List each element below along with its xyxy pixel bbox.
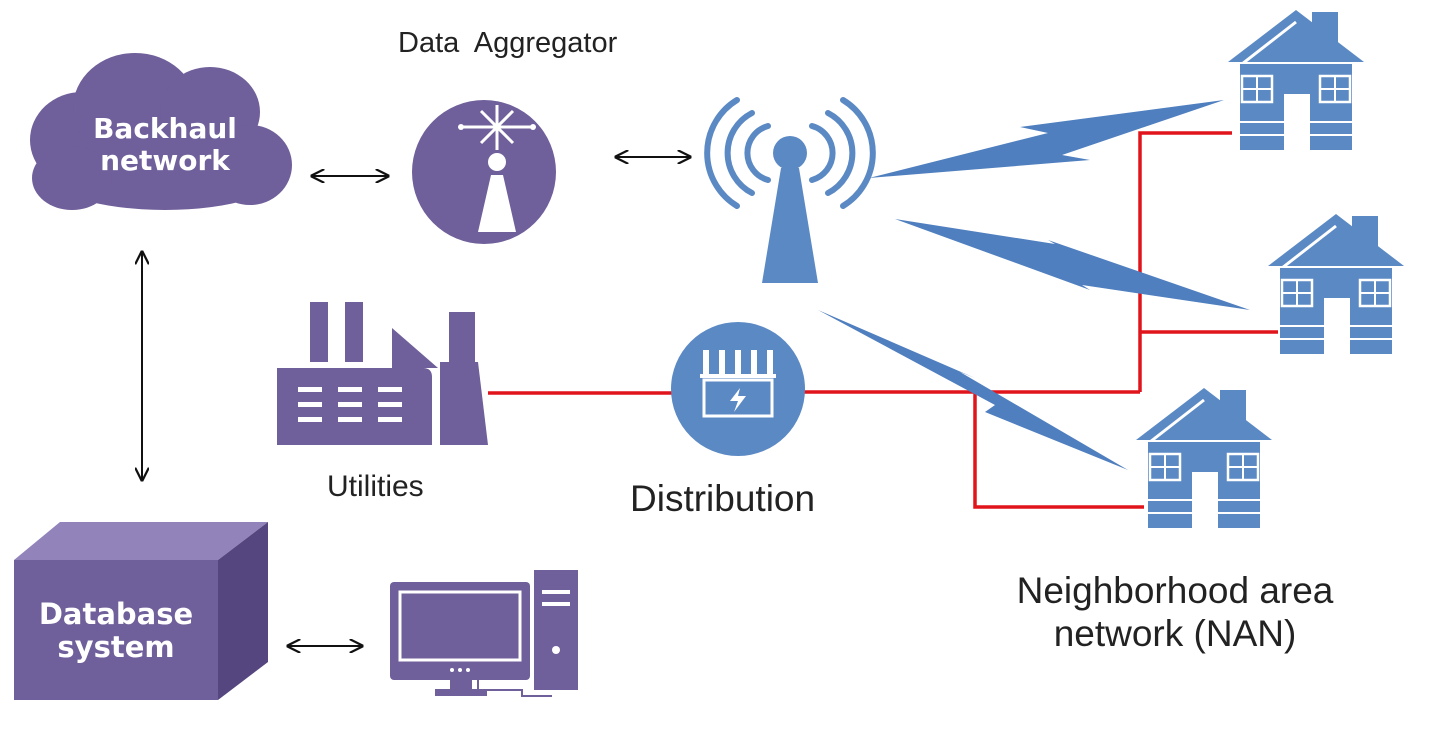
power-line-house-top [1138,131,1232,392]
nan-label: Neighborhood area network (NAN) [1016,570,1334,654]
backhaul-network-label: Backhaul network [93,112,237,178]
antenna-icon [412,100,556,244]
wireless-link-top [869,100,1224,178]
power-lines [488,131,1278,509]
wireless-link-middle [895,219,1250,310]
transformer-icon [671,322,805,456]
distribution-label: Distribution [630,478,816,519]
wireless-links [818,100,1250,470]
house-icon [1268,214,1404,354]
house-icon [1228,10,1364,150]
cloud-icon [30,53,292,210]
factory-icon [277,302,488,445]
radio-tower-icon [704,97,876,283]
data-aggregator-label: Data Aggregator [398,27,618,59]
database-box-icon [14,522,268,700]
power-line-house-bottom [973,392,1144,509]
database-system-label: Database system [38,597,194,665]
house-icon [1136,388,1272,528]
arrows [142,157,690,646]
utilities-label: Utilities [327,470,424,503]
computer-icon [390,570,578,697]
wireless-link-bottom [818,310,1128,470]
